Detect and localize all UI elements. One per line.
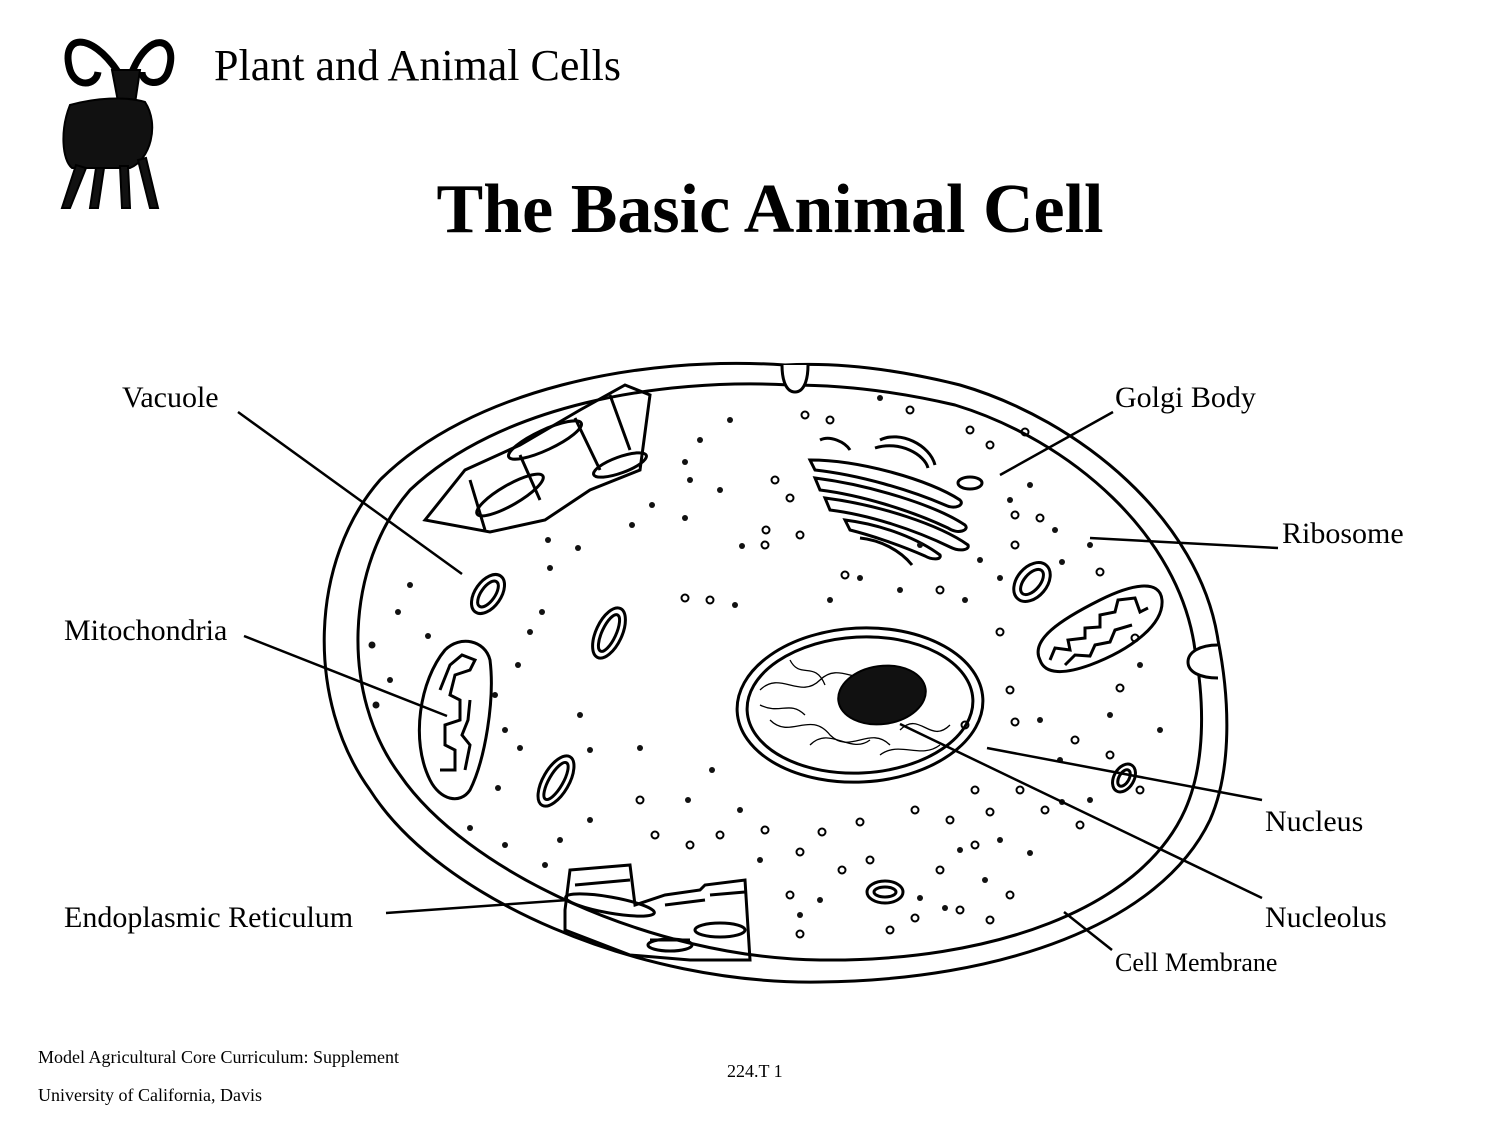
endoplasmic-reticulum-top xyxy=(422,383,652,534)
label-nucleolus: Nucleolus xyxy=(1265,901,1387,934)
label-vacuole: Vacuole xyxy=(122,381,219,414)
page-header-title: Plant and Animal Cells xyxy=(214,41,621,90)
mitochondrion-right xyxy=(1036,584,1164,673)
footer-curriculum: Model Agricultural Core Curriculum: Supp… xyxy=(38,1047,399,1067)
label-golgi-body: Golgi Body xyxy=(1115,381,1256,414)
ribosomes-hollow xyxy=(635,405,1145,939)
label-mitochondria: Mitochondria xyxy=(64,614,228,647)
label-nucleus: Nucleus xyxy=(1265,805,1364,838)
ram-icon xyxy=(60,38,175,209)
endoplasmic-reticulum-bottom xyxy=(563,863,752,962)
label-cell-membrane: Cell Membrane xyxy=(1115,948,1278,977)
diagram-title: The Basic Animal Cell xyxy=(436,171,1104,248)
leader-lines xyxy=(237,410,1279,951)
footer-page-code: 224.T 1 xyxy=(727,1061,783,1081)
label-endoplasmic-reticulum: Endoplasmic Reticulum xyxy=(64,901,354,934)
nucleolus xyxy=(837,664,927,726)
footer-university: University of California, Davis xyxy=(38,1085,262,1105)
label-ribosome: Ribosome xyxy=(1282,517,1404,550)
ribosomes xyxy=(368,395,1163,918)
cell-membrane xyxy=(322,361,1229,984)
mitochondrion-left xyxy=(417,639,493,801)
nucleus xyxy=(735,626,985,784)
golgi-body xyxy=(807,435,984,566)
